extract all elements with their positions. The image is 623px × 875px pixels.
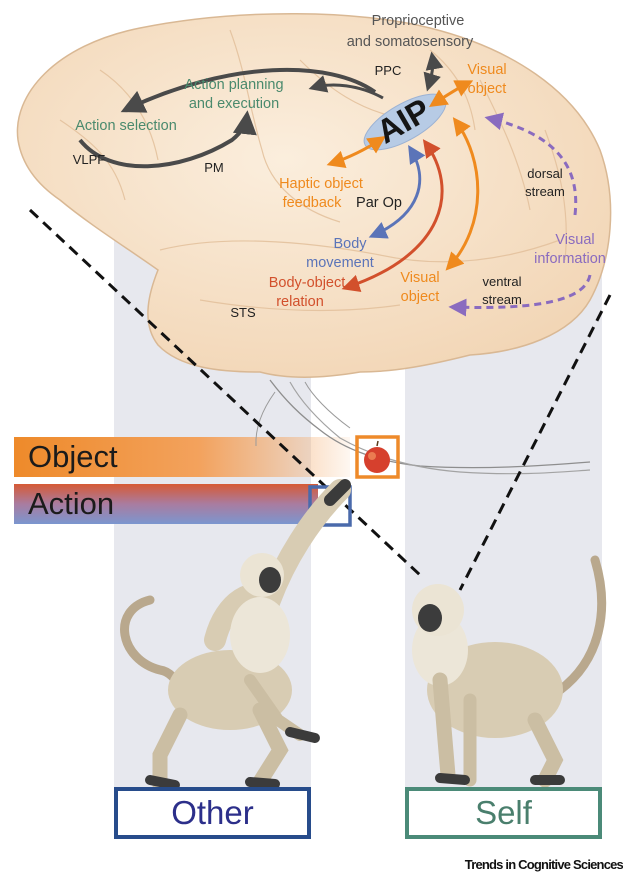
apple <box>364 441 390 473</box>
label-sts: STS <box>230 305 256 320</box>
other-label-box: Other <box>114 787 311 839</box>
label-body-object-2: relation <box>276 294 324 310</box>
label-body-object-1: Body-object <box>269 275 346 291</box>
label-visual-object-top-2: object <box>468 81 507 97</box>
label-visual-info-1: Visual <box>555 232 594 248</box>
label-ventral-1: ventral <box>482 274 521 289</box>
label-visual-info-2: information <box>534 251 606 267</box>
label-dorsal-1: dorsal <box>527 166 563 181</box>
label-ventral-2: stream <box>482 292 522 307</box>
label-haptic-1: Haptic object <box>279 176 363 192</box>
label-somatosensory: and somatosensory <box>347 34 474 50</box>
label-visual-object-low-2: object <box>401 289 440 305</box>
label-body-movement-1: Body <box>333 236 367 252</box>
label-action-planning-2: and execution <box>189 96 279 112</box>
monkey-other <box>125 485 345 785</box>
monkey-self <box>412 560 602 780</box>
journal-credit: Trends in Cognitive Sciences <box>465 857 623 872</box>
label-haptic-2: feedback <box>283 195 343 211</box>
brain <box>17 14 610 474</box>
label-ppc: PPC <box>375 63 402 78</box>
self-label: Self <box>475 794 532 831</box>
label-vlpf: VLPF <box>73 152 106 167</box>
label-pm: PM <box>204 160 224 175</box>
label-dorsal-2: stream <box>525 184 565 199</box>
other-label: Other <box>171 794 254 831</box>
label-action-selection: Action selection <box>75 118 177 134</box>
label-visual-object-low-1: Visual <box>400 270 439 286</box>
self-label-box: Self <box>405 787 602 839</box>
label-proprioceptive: Proprioceptive <box>372 13 465 29</box>
label-body-movement-2: movement <box>306 255 374 271</box>
label-action-planning-1: Action planning <box>184 77 283 93</box>
label-par-op: Par Op <box>356 195 402 211</box>
label-visual-object-top-1: Visual <box>467 62 506 78</box>
